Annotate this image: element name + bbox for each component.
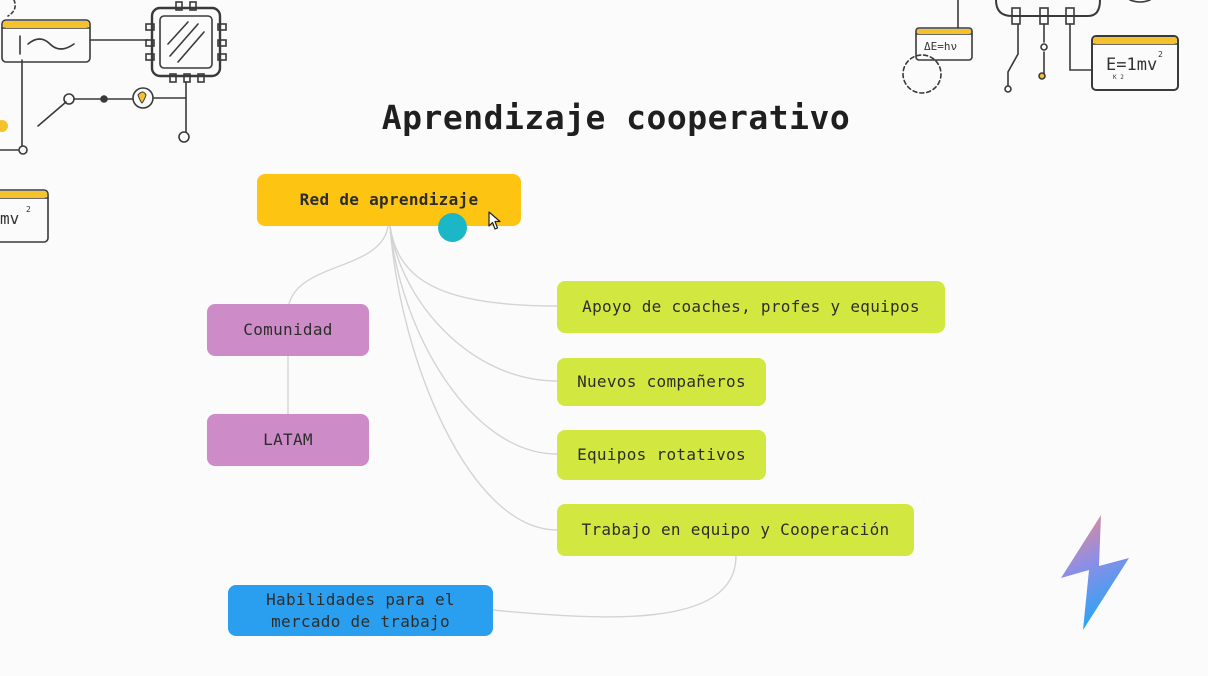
cursor-highlight: [438, 213, 467, 242]
edge-root-community: [288, 225, 389, 305]
formula-left-exponent: 2: [26, 205, 31, 214]
formula-left: mv: [0, 209, 19, 228]
node-comunidad[interactable]: Comunidad: [207, 304, 369, 356]
page-title: Aprendizaje cooperativo: [381, 98, 851, 137]
edge-root-support: [389, 225, 558, 307]
node-apoyo-coaches[interactable]: Apoyo de coaches, profes y equipos: [557, 281, 945, 333]
node-latam[interactable]: LATAM: [207, 414, 369, 466]
edge-root-teamwork: [389, 225, 558, 531]
node-habilidades[interactable]: Habilidades para el mercado de trabajo: [228, 585, 493, 636]
node-habilidades-line1: Habilidades para el: [266, 589, 455, 609]
formula-right-subscript: K 2: [1113, 74, 1124, 81]
node-habilidades-line2: mercado de trabajo: [271, 611, 450, 631]
edge-teamwork-skills: [491, 555, 737, 618]
node-red-de-aprendizaje[interactable]: Red de aprendizaje: [257, 174, 521, 226]
node-equipos-rotativos[interactable]: Equipos rotativos: [557, 430, 766, 480]
formula-right: E=1mv: [1106, 55, 1157, 75]
node-trabajo-en-equipo[interactable]: Trabajo en equipo y Cooperación: [557, 504, 914, 556]
formula-photon: ΔE=hν: [924, 40, 957, 53]
edge-root-new-peers: [389, 225, 558, 382]
lightning-bolt-icon: [1061, 515, 1129, 630]
formula-right-exponent: 2: [1158, 50, 1163, 59]
mouse-pointer-icon: [488, 211, 501, 230]
edge-root-rotating: [389, 225, 558, 455]
node-nuevos-companeros[interactable]: Nuevos compañeros: [557, 358, 766, 406]
